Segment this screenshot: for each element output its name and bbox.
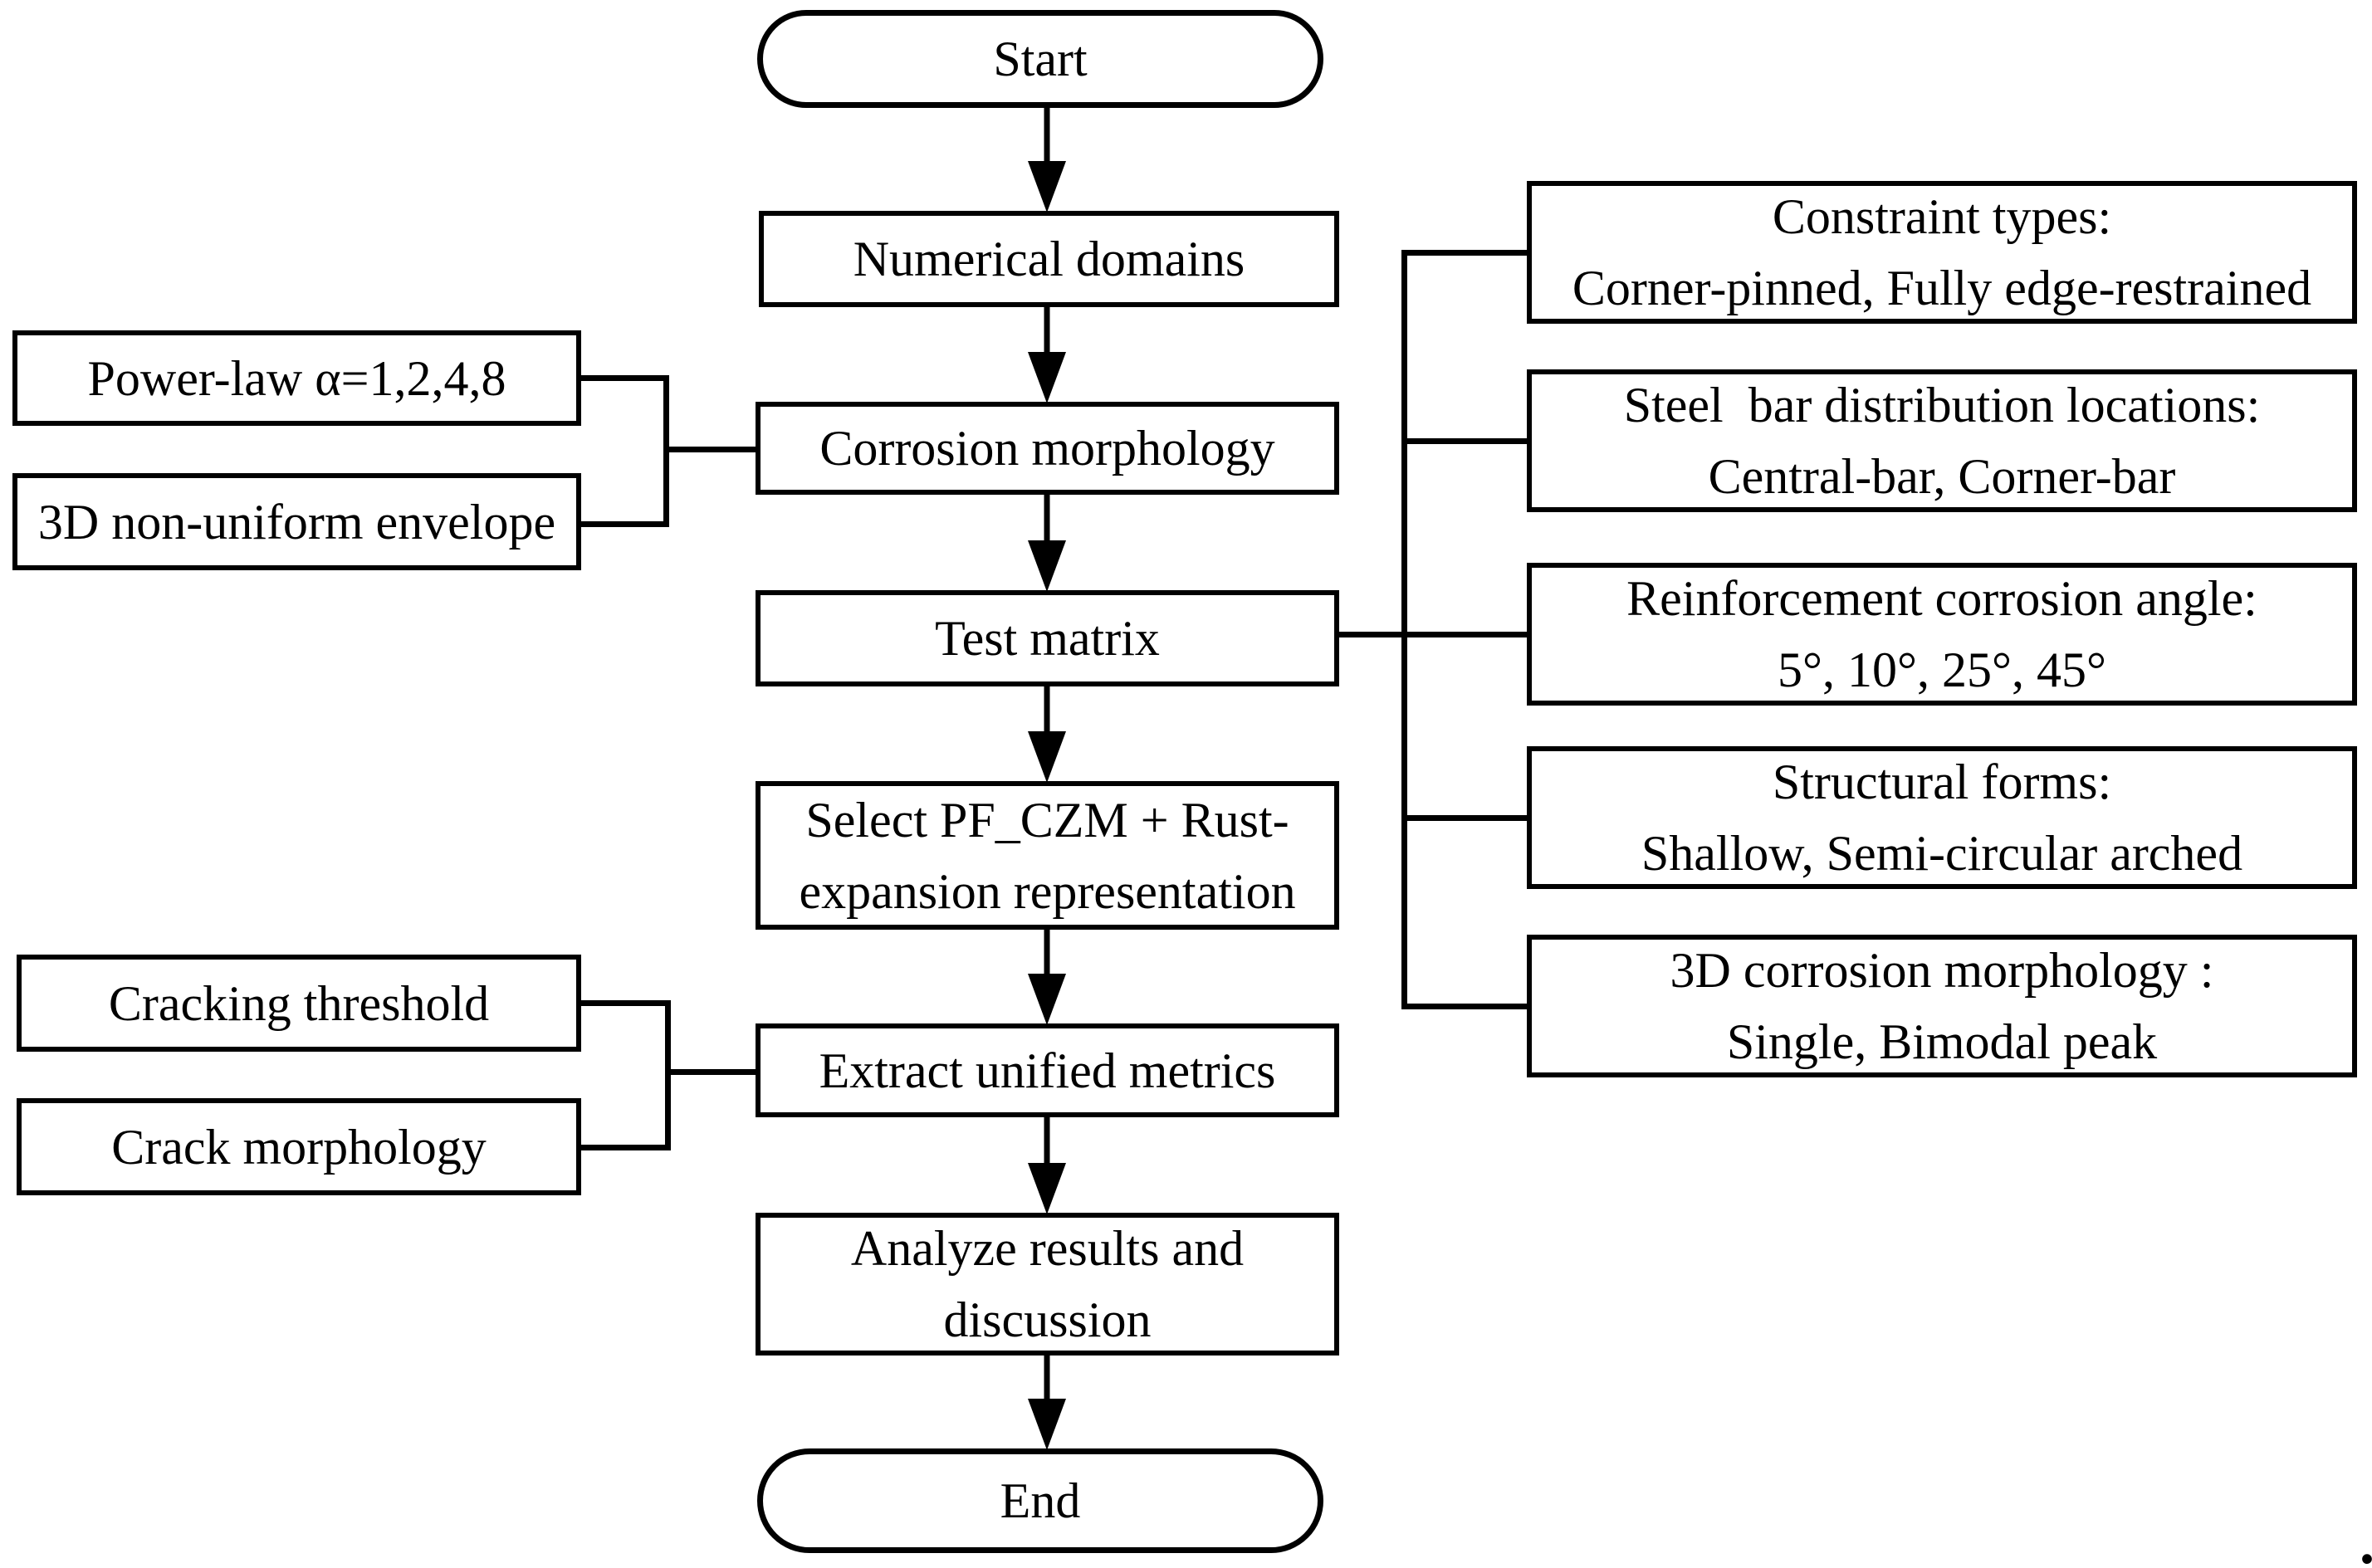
factor-stub-3d-corrosion-morphology <box>1401 1004 1529 1009</box>
arrow-head-icon <box>1028 161 1066 212</box>
factor-box-3d-corrosion-morphology: 3D corrosion morphology : Single, Bimoda… <box>1527 935 2357 1077</box>
flow-arrow-6 <box>1024 1116 1070 1214</box>
flow-arrow-3 <box>1024 493 1070 592</box>
input-box-crack-morphology-label: Crack morphology <box>111 1119 487 1175</box>
bracket-metrics-stub-top <box>580 1000 671 1006</box>
flow-arrow-2 <box>1024 305 1070 403</box>
flow-node-analyze-results-line1: Analyze results and <box>850 1221 1245 1276</box>
connector-metrics-inputs-to-flow <box>665 1069 759 1075</box>
bracket-corrosion-stub-top <box>580 375 669 381</box>
arrow-head-icon <box>1028 540 1066 592</box>
flow-node-end-label: End <box>1000 1473 1081 1528</box>
factor-box-constraint-types-line2: Corner-pinned, Fully edge-restrained <box>1572 261 2312 315</box>
factor-trunk-vertical <box>1401 250 1407 1009</box>
bracket-metrics-vertical <box>665 1000 671 1150</box>
flow-node-analyze-results: Analyze results and discussion <box>756 1213 1339 1356</box>
arrow-shaft <box>1044 106 1050 164</box>
factor-box-corrosion-angle-line2: 5°, 10°, 25°, 45° <box>1778 642 2106 697</box>
factor-stub-structural-forms <box>1401 815 1529 821</box>
bracket-corrosion-stub-bottom <box>580 521 669 527</box>
factor-stub-steel-bar-locations <box>1401 438 1529 444</box>
factor-stub-constraint-types <box>1401 250 1529 256</box>
arrow-shaft <box>1044 1354 1050 1402</box>
factor-box-steel-bar-locations-line1: Steel bar distribution locations: <box>1623 378 2261 432</box>
factor-box-structural-forms: Structural forms: Shallow, Semi-circular… <box>1527 746 2357 889</box>
factor-box-corrosion-angle-line1: Reinforcement corrosion angle: <box>1626 571 2257 626</box>
arrow-head-icon <box>1028 1399 1066 1450</box>
arrow-shaft <box>1044 685 1050 735</box>
flow-arrow-4 <box>1024 685 1070 783</box>
arrow-head-icon <box>1028 352 1066 403</box>
factor-box-constraint-types-line1: Constraint types: <box>1772 189 2112 244</box>
factor-box-steel-bar-locations-line2: Central-bar, Corner-bar <box>1708 449 2176 504</box>
flow-node-start: Start <box>757 10 1323 108</box>
flow-node-start-label: Start <box>993 32 1088 86</box>
arrow-shaft <box>1044 928 1050 977</box>
flow-node-numerical-domains: Numerical domains <box>759 211 1339 307</box>
arrow-shaft <box>1044 305 1050 355</box>
flow-node-extract-metrics-label: Extract unified metrics <box>819 1043 1276 1098</box>
flow-node-select-representation-line1: Select PF_CZM + Rust- <box>805 792 1289 848</box>
flow-arrow-1 <box>1024 106 1070 212</box>
flow-arrow-5 <box>1024 928 1070 1025</box>
factor-box-corrosion-angle: Reinforcement corrosion angle: 5°, 10°, … <box>1527 563 2357 706</box>
input-box-3d-envelope: 3D non-uniform envelope <box>12 473 581 570</box>
flow-node-test-matrix: Test matrix <box>756 590 1339 686</box>
flow-node-extract-metrics: Extract unified metrics <box>756 1023 1339 1117</box>
input-box-power-law-label: Power-law α=1,2,4,8 <box>87 350 506 406</box>
factor-box-structural-forms-line2: Shallow, Semi-circular arched <box>1641 826 2243 881</box>
factor-box-structural-forms-line1: Structural forms: <box>1772 755 2112 809</box>
arrow-shaft <box>1044 493 1050 544</box>
factor-box-3d-corrosion-morphology-line1: 3D corrosion morphology : <box>1670 943 2214 998</box>
input-box-cracking-threshold-label: Cracking threshold <box>108 975 490 1031</box>
flow-node-corrosion-morphology-label: Corrosion morphology <box>819 421 1275 476</box>
arrow-shaft <box>1044 1116 1050 1166</box>
stray-period-dot: . <box>2360 1509 2372 1568</box>
flow-node-test-matrix-label: Test matrix <box>935 611 1160 666</box>
arrow-head-icon <box>1028 731 1066 783</box>
arrow-head-icon <box>1028 1163 1066 1214</box>
factor-box-3d-corrosion-morphology-line2: Single, Bimodal peak <box>1726 1014 2158 1069</box>
connector-corrosion-inputs-to-flow <box>663 447 759 452</box>
flow-node-numerical-domains-label: Numerical domains <box>853 232 1245 286</box>
input-box-3d-envelope-label: 3D non-uniform envelope <box>37 494 556 550</box>
factor-box-constraint-types: Constraint types: Corner-pinned, Fully e… <box>1527 181 2357 324</box>
flow-node-end: End <box>757 1448 1323 1553</box>
flow-arrow-7 <box>1024 1354 1070 1450</box>
factor-box-steel-bar-locations: Steel bar distribution locations: Centra… <box>1527 369 2357 512</box>
input-box-power-law: Power-law α=1,2,4,8 <box>12 330 581 426</box>
input-box-cracking-threshold: Cracking threshold <box>17 955 581 1052</box>
flow-node-select-representation: Select PF_CZM + Rust- expansion represen… <box>756 781 1339 930</box>
bracket-metrics-stub-bottom <box>580 1145 671 1150</box>
flow-node-select-representation-line2: expansion representation <box>799 863 1296 919</box>
flow-node-corrosion-morphology: Corrosion morphology <box>756 402 1339 495</box>
connector-test-matrix-to-factors <box>1337 632 1529 637</box>
flow-node-analyze-results-line2: discussion <box>943 1292 1152 1347</box>
input-box-crack-morphology: Crack morphology <box>17 1098 581 1195</box>
arrow-head-icon <box>1028 974 1066 1025</box>
